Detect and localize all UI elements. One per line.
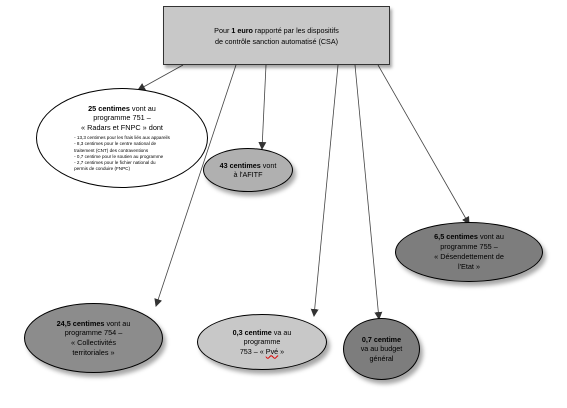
desendettement-amount: 6,5 centimes [434,232,478,242]
desendettement-line4: l'Etat » [457,261,481,271]
root-text-a: Pour [214,25,232,35]
radars-line3: « Radars et FNPC » dont [81,122,163,132]
pve-line3-a: 753 – « [239,346,266,356]
node-programme-754-collectivites: 24,5 centimes vont au programme 754 – « … [24,303,163,373]
radars-detail: traitement (CNT) des contraventions [74,147,149,153]
collectivites-line4: territoriales » [72,347,115,357]
pve-amount: 0,3 centime [232,327,272,337]
node-budget-general: 0,7 centime va au budget général [343,318,420,380]
pve-line2: programme [243,337,281,347]
radars-line1-rest: vont au [129,103,156,113]
root-box-csa: Pour 1 euro rapporté par les dispositifs… [163,6,390,65]
arrow-to-afitf [258,64,267,150]
arrow-to-pve [310,64,339,317]
node-programme-751-radars: 25 centimes vont au programme 751 – « Ra… [36,88,208,188]
budget-amount: 0,7 centime [361,334,402,344]
pve-line3-c: » [278,346,285,356]
radars-details: - 13,3 centimes pour les frais liés aux … [74,135,170,172]
radars-detail: - 8,3 centimes pour le centre national d… [74,141,157,147]
budget-line2: va au budget [360,344,403,354]
node-afitf: 43 centimes vont à l'AFITF [203,148,293,192]
root-text-line2: de contrôle sanction automatisé (CSA) [214,36,339,46]
collectivites-line2: programme 754 – [64,328,123,338]
desendettement-line1-rest: vont au [477,232,504,242]
root-amount: 1 euro [231,25,253,35]
pve-line1-rest: va au [271,327,292,337]
collectivites-amount: 24,5 centimes [56,318,105,328]
arrow-to-radars [137,64,184,91]
budget-line3: général [369,353,394,363]
radars-detail: - 2,7 centimes pour le fichier national … [74,159,156,165]
arrow-to-desendettement [377,64,470,225]
node-programme-755-desendettement: 6,5 centimes vont au programme 755 – « D… [395,222,543,282]
radars-detail: permis de conduire (FNPC) [74,166,131,172]
node-programme-753-pve: 0,3 centime va au programme 753 – « Pvé … [197,314,327,370]
root-text-c: rapporté par les dispositifs [252,25,339,35]
afitf-line1-rest: vont [260,160,277,170]
desendettement-line3: « Désendettement de [434,252,504,261]
radars-line2: programme 751 – [93,113,151,123]
desendettement-line2: programme 755 – [440,242,498,252]
collectivites-line1-rest: vont au [104,318,131,328]
arrow-to-collectivites [154,64,237,307]
collectivites-line3: « Collectivités [70,338,116,347]
radars-amount: 25 centimes [88,103,130,113]
pve-line3-b: Pvé [265,346,279,356]
afitf-line2: à l'AFITF [233,170,263,179]
afitf-amount: 43 centimes [219,160,261,170]
radars-detail: - 0,7 centime pour le soutien au program… [74,153,164,159]
arrow-to-budget [354,64,383,320]
radars-detail: - 13,3 centimes pour les frais liés aux … [74,135,170,141]
